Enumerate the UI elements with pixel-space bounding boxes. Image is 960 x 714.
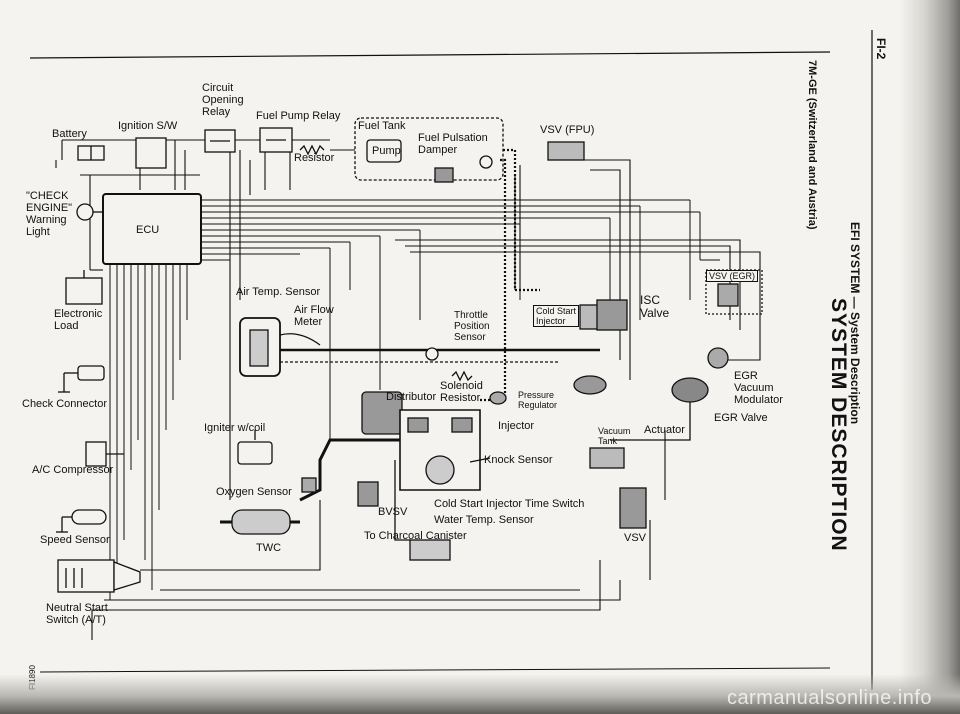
label-fuel-pump-relay: Fuel Pump Relay <box>256 110 341 122</box>
pressure-regulator-symbol <box>489 391 507 405</box>
electronic-load-symbol <box>65 277 103 305</box>
page-title: SYSTEM DESCRIPTION <box>827 298 850 552</box>
label-actuator: Actuator <box>644 424 685 436</box>
label-vsv-egr: VSV (EGR) <box>706 270 759 282</box>
label-vsv-fpu: VSV (FPU) <box>540 124 595 136</box>
page-bottom-shadow <box>0 674 960 714</box>
label-twc: TWC <box>256 542 282 554</box>
label-ignition-switch: Ignition S/W <box>118 120 178 132</box>
label-water-temp-sensor: Water Temp. Sensor <box>434 514 534 526</box>
ac-compressor-symbol <box>85 441 107 467</box>
label-charcoal-canister: To Charcoal Canister <box>364 530 467 542</box>
charcoal-canister-symbol <box>409 539 451 561</box>
neutral-start-switch-symbol <box>57 559 115 593</box>
bvsv-symbol <box>357 481 379 507</box>
label-egr-valve: EGR Valve <box>714 412 768 424</box>
model-subtitle: 7M-GE (Switzerland and Austria) <box>806 60 818 230</box>
resistor-symbol <box>299 144 325 156</box>
label-knock-sensor: Knock Sensor <box>484 454 553 466</box>
section-heading: EFI SYSTEM — System Description <box>848 222 862 425</box>
ignition-switch-symbol <box>135 137 167 169</box>
label-cold-start-time-switch: Cold Start Injector Time Switch <box>434 498 585 510</box>
oxygen-sensor-symbol <box>301 477 317 493</box>
label-distributor: Distributor <box>386 391 437 403</box>
egr-vacuum-modulator-symbol <box>707 347 729 369</box>
label-igniter: Igniter w/coil <box>204 422 266 434</box>
label-resistor: Resistor <box>294 152 335 164</box>
isc-valve-symbol <box>596 299 628 331</box>
fuel-pump-symbol <box>366 139 402 163</box>
page-edge-shadow <box>900 0 960 714</box>
label-speed-sensor: Speed Sensor <box>40 534 110 546</box>
label-check-connector: Check Connector <box>22 398 107 410</box>
label-bvsv: BVSV <box>378 506 408 518</box>
egr-valve-symbol <box>671 377 709 403</box>
speed-sensor-symbol <box>71 509 107 525</box>
fuel-pulsation-damper-symbol <box>479 155 493 169</box>
actuator-symbol <box>573 375 607 395</box>
check-connector-symbol <box>77 365 105 381</box>
label-oxygen-sensor: Oxygen Sensor <box>216 486 292 498</box>
label-ac-compressor: A/C Compressor <box>32 464 114 476</box>
page-number: FI-2 <box>874 38 888 60</box>
igniter-symbol <box>237 441 273 465</box>
label-ecu: ECU <box>136 224 160 236</box>
label-pump: Pump <box>372 145 401 157</box>
twc-symbol <box>231 509 291 535</box>
throttle-valve-symbol <box>425 347 439 361</box>
label-fuel-tank: Fuel Tank <box>358 120 406 132</box>
label-vsv: VSV <box>624 532 647 544</box>
vsv-symbol <box>619 487 647 529</box>
vsv-fpu-symbol <box>547 141 585 161</box>
label-injector: Injector <box>498 420 535 432</box>
label-air-temp-sensor: Air Temp. Sensor <box>236 286 321 298</box>
vacuum-tank-symbol <box>589 447 625 469</box>
exhaust-pipe <box>299 438 400 502</box>
label-battery: Battery <box>52 128 87 140</box>
check-engine-lamp-symbol <box>76 203 94 221</box>
watermark-text: carmanualsonline.info <box>726 687 932 709</box>
